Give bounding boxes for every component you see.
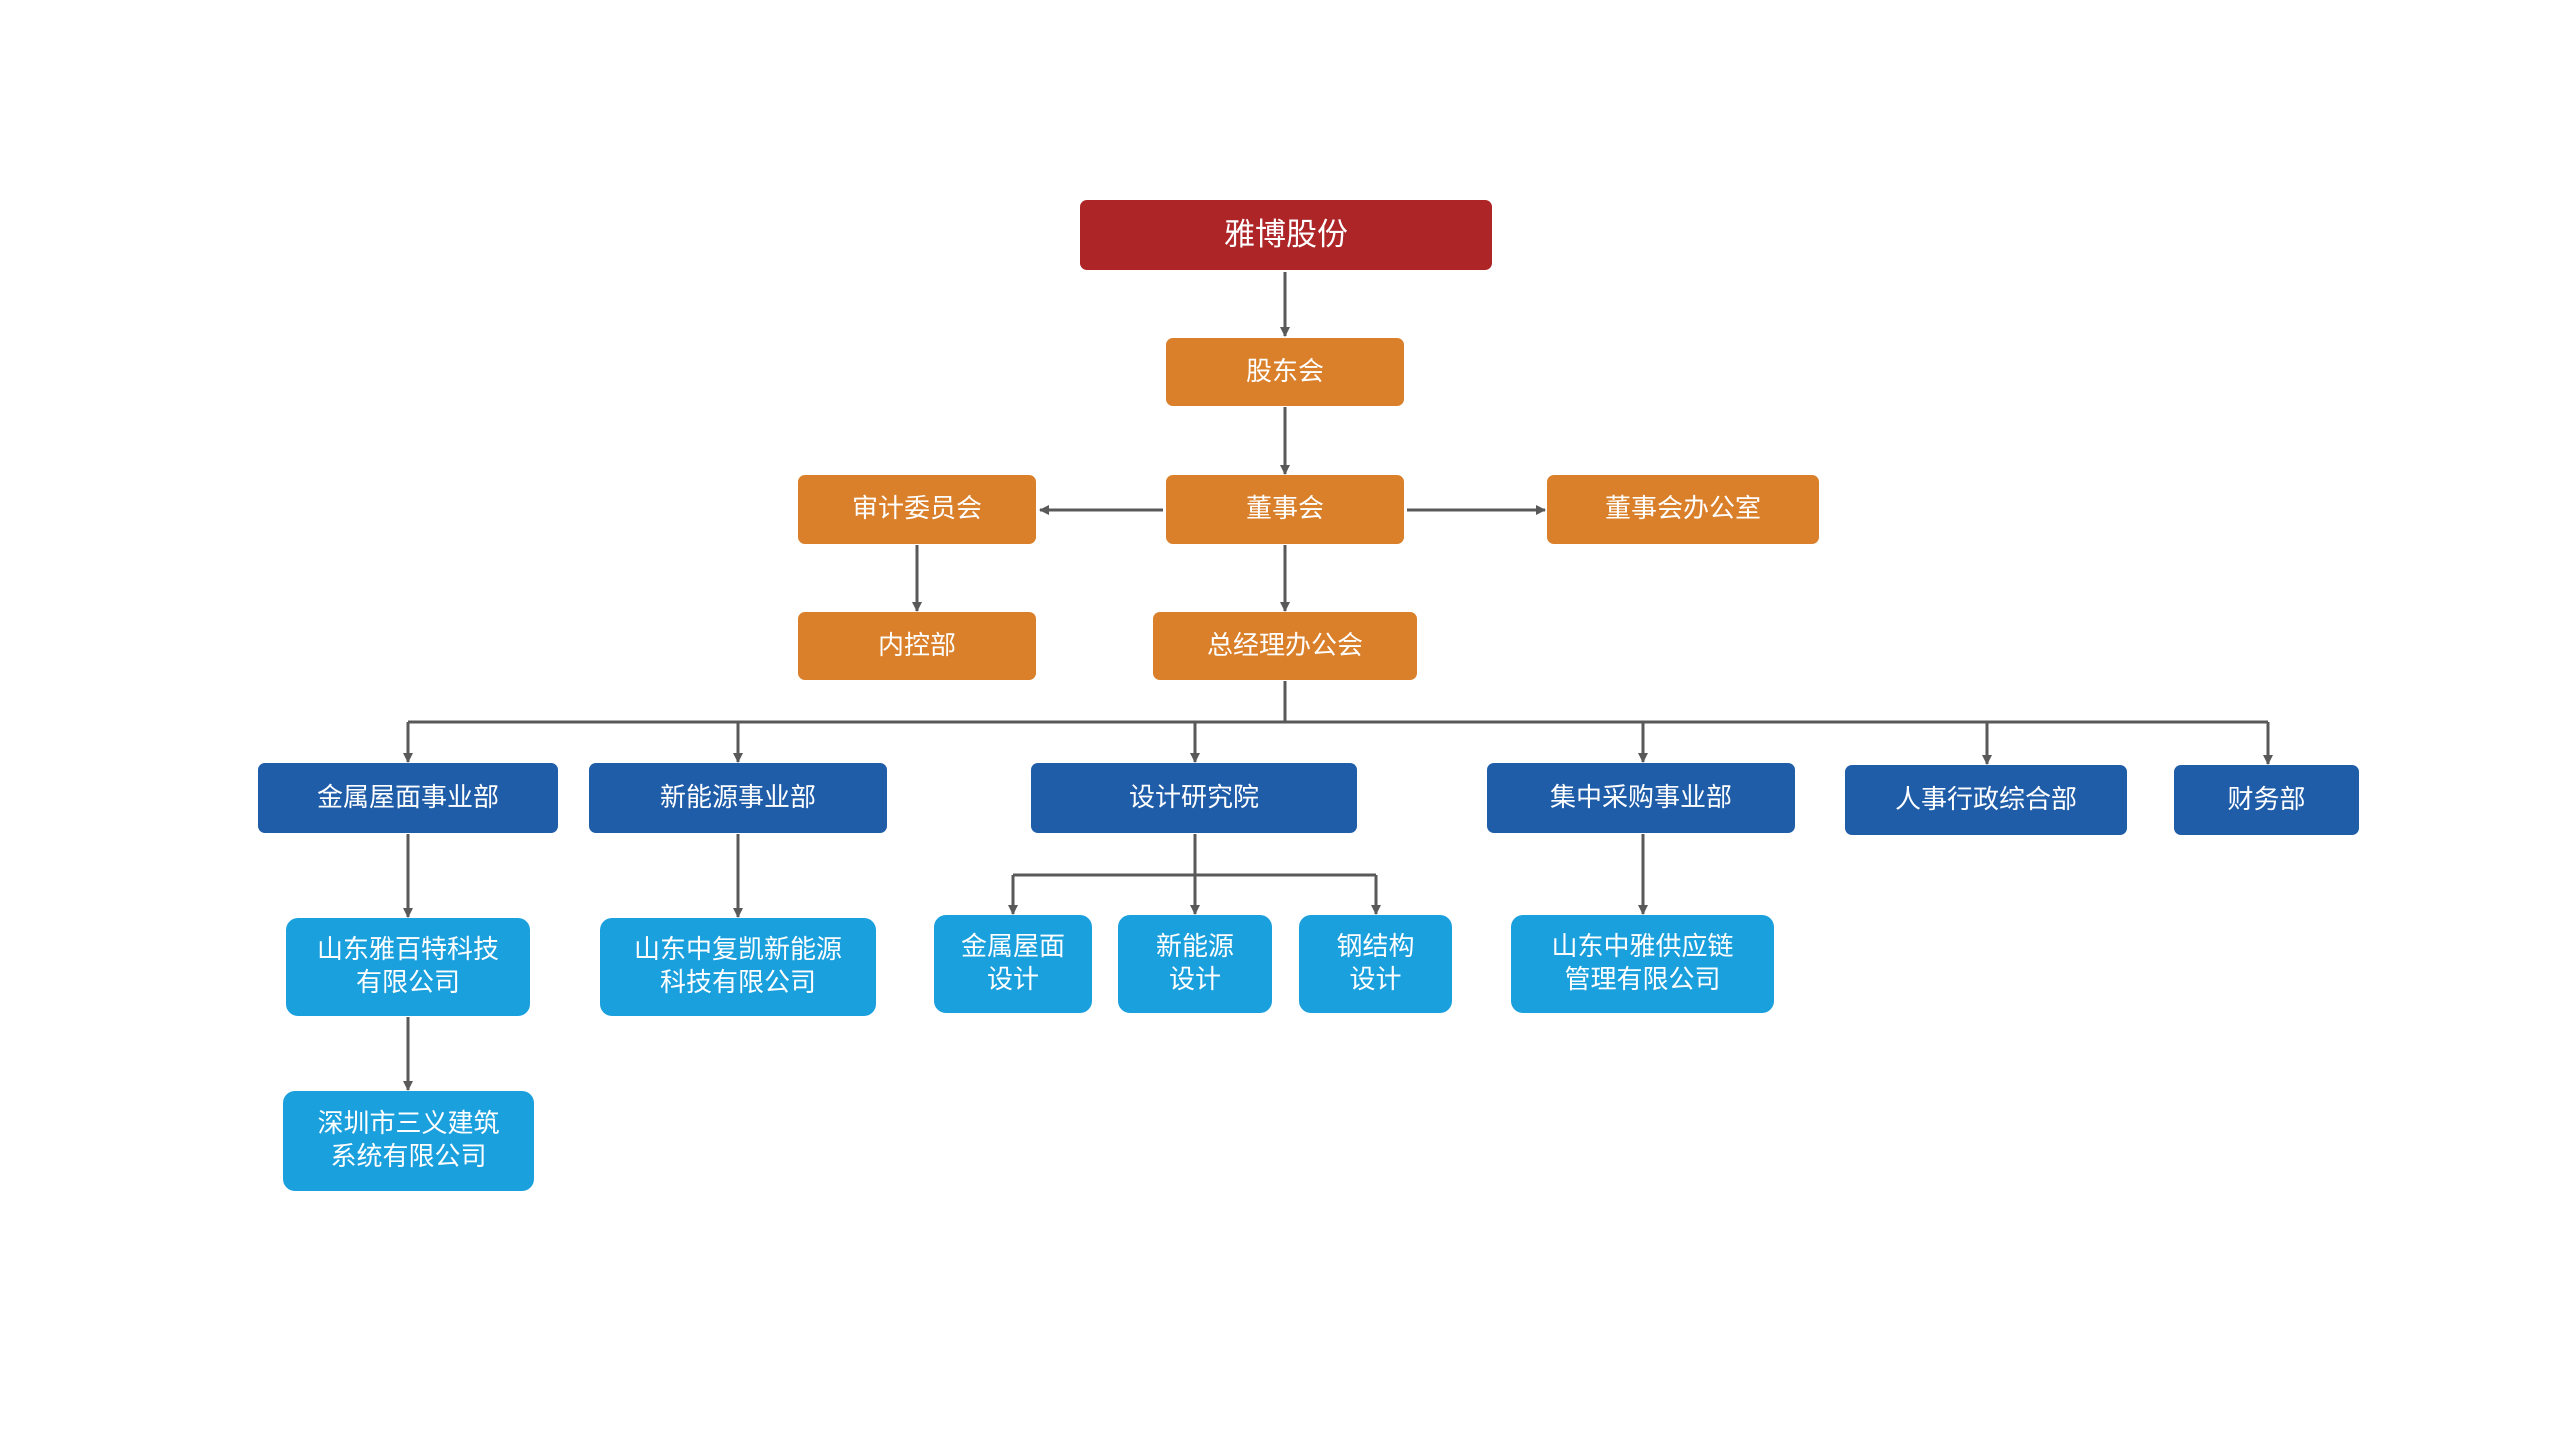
- hr-admin-box: 人事行政综合部: [1845, 765, 2127, 835]
- design-metal-roof-box: 金属屋面 设计: [934, 915, 1092, 1013]
- board-of-directors-box: 董事会: [1166, 475, 1404, 544]
- design-new-energy-box: 新能源 设计: [1118, 915, 1272, 1013]
- finance-box: 财务部: [2174, 765, 2359, 835]
- metal-roof-division-box: 金属屋面事业部: [258, 763, 558, 833]
- design-institute-box: 设计研究院: [1031, 763, 1357, 833]
- procurement-division-box: 集中采购事业部: [1487, 763, 1795, 833]
- company-root-box: 雅博股份: [1080, 200, 1492, 270]
- internal-control-box: 内控部: [798, 612, 1036, 680]
- shandong-yabaite-box: 山东雅百特科技 有限公司: [286, 918, 530, 1016]
- shenzhen-sanyi-box: 深圳市三义建筑 系统有限公司: [283, 1091, 534, 1191]
- shandong-zhongya-box: 山东中雅供应链 管理有限公司: [1511, 915, 1774, 1013]
- new-energy-division-box: 新能源事业部: [589, 763, 887, 833]
- audit-committee-box: 审计委员会: [798, 475, 1036, 544]
- board-office-box: 董事会办公室: [1547, 475, 1819, 544]
- shareholders-meeting-box: 股东会: [1166, 338, 1404, 406]
- design-steel-structure-box: 钢结构 设计: [1299, 915, 1452, 1013]
- shandong-zhongfu-box: 山东中复凯新能源 科技有限公司: [600, 918, 876, 1016]
- gm-office-box: 总经理办公会: [1153, 612, 1417, 680]
